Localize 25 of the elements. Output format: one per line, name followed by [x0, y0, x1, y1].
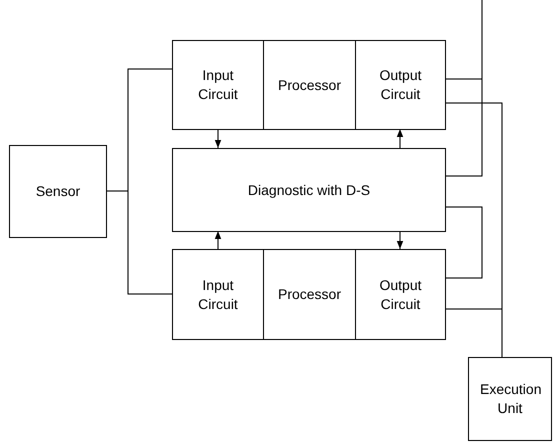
arrow	[214, 128, 222, 148]
arrow	[396, 230, 404, 250]
block-label: Input Circuit	[197, 276, 239, 314]
block-label: Output Circuit	[378, 66, 423, 104]
block-label: Sensor	[36, 182, 80, 201]
block-box	[172, 40, 264, 130]
block-box	[172, 249, 264, 340]
arrow	[396, 128, 404, 148]
block-label: Execution Unit	[480, 380, 540, 418]
block-box	[172, 148, 446, 232]
block-box	[9, 145, 107, 238]
connector-line	[444, 308, 502, 358]
connector-line	[444, 206, 482, 278]
block-label: Output Circuit	[378, 276, 423, 314]
block-label: Processor	[278, 285, 342, 304]
block-box	[355, 249, 446, 340]
block-box	[263, 40, 356, 130]
block-label: Processor	[278, 76, 342, 94]
connector-line	[444, 0, 482, 176]
block-box	[468, 357, 552, 441]
block-box	[263, 249, 356, 340]
arrow	[214, 230, 222, 250]
block-label: Diagnostic with D-S	[248, 180, 370, 200]
block-label: Input Circuit	[197, 66, 239, 104]
block-box	[355, 40, 446, 130]
